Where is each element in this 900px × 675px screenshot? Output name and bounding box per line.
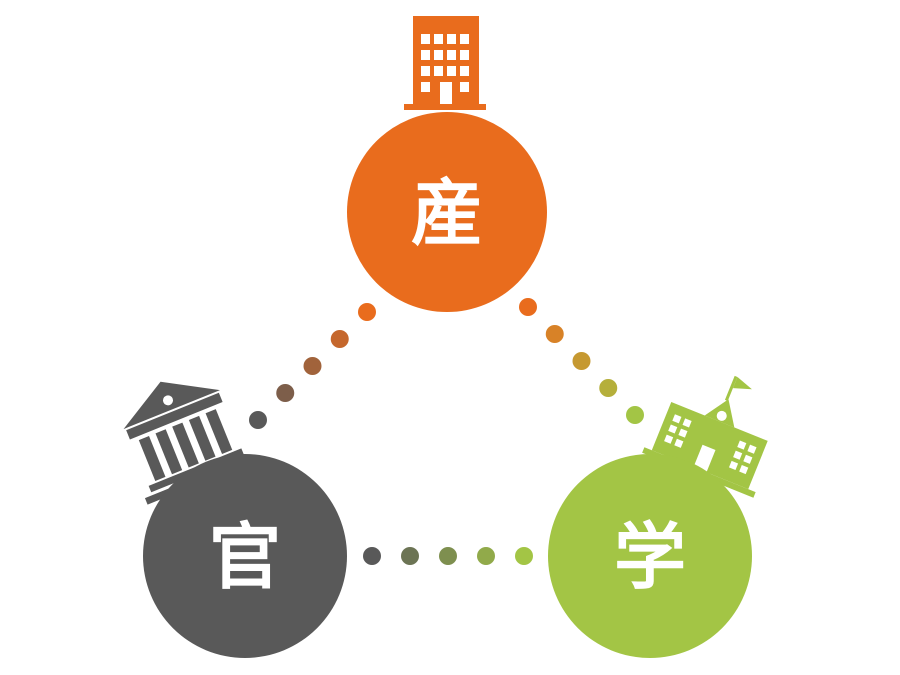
connector-dot (477, 547, 495, 565)
connector-industry-academia (519, 298, 644, 424)
connector-dot (276, 384, 295, 402)
connector-dot (401, 547, 419, 565)
connector-dot (545, 325, 564, 343)
connector-dot (303, 357, 322, 375)
node-academia: 学 (548, 454, 752, 658)
connector-dot (572, 352, 591, 370)
academia-label: 学 (614, 515, 686, 599)
connector-dot (519, 298, 537, 316)
connector-dot (599, 379, 618, 397)
connector-dot (439, 547, 457, 565)
connector-dot (358, 303, 376, 321)
node-industry: 産 (347, 112, 547, 312)
office-building-icon (404, 16, 486, 110)
connector-dot (515, 547, 533, 565)
government-label: 官 (209, 515, 281, 599)
node-government: 官 (143, 454, 347, 658)
connector-industry-government (249, 303, 376, 429)
connector-dot (626, 406, 644, 424)
industry-label: 産 (411, 171, 483, 255)
industry-circle (347, 112, 547, 312)
academia-circle (548, 454, 752, 658)
connector-dot (363, 547, 381, 565)
government-circle (143, 454, 347, 658)
connector-dot (249, 411, 267, 429)
connector-dot (330, 330, 349, 348)
connector-government-academia (363, 547, 533, 565)
